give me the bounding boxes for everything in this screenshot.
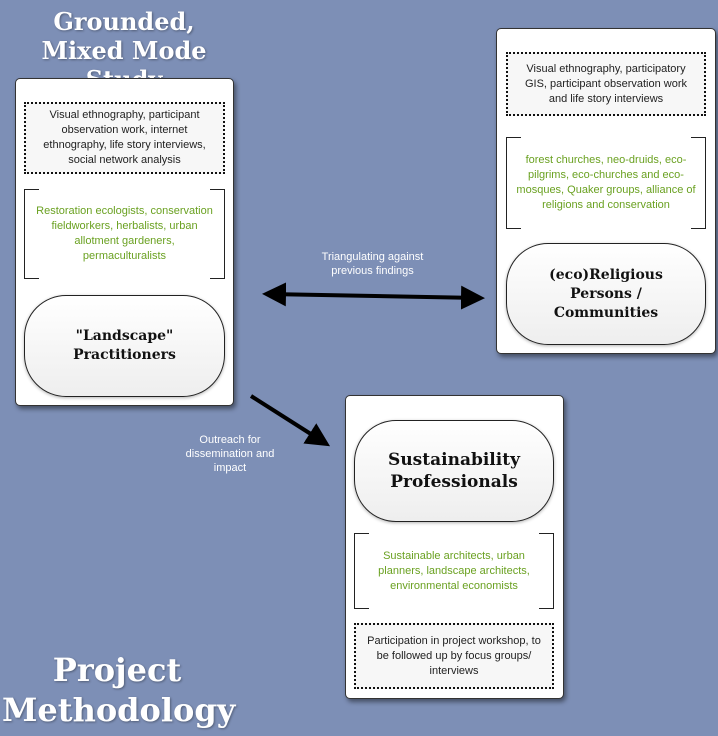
religious-groups-text: forest churches, neo-druids, eco-pilgrim… [516,154,696,211]
religious-persons-node: (eco)Religious Persons / Communities [506,243,706,345]
outreach-label: Outreach for dissemination and impact [185,434,275,474]
sustainability-groups: Sustainable architects, urban planners, … [354,533,554,609]
landscape-groups-text: Restoration ecologists, conservation fie… [36,205,213,262]
sustainability-card: Sustainability Professionals Sustainable… [345,395,564,699]
sustainability-groups-text: Sustainable architects, urban planners, … [378,549,530,592]
religious-methods: Visual ethnography, participatory GIS, p… [506,52,706,116]
outreach-arrow [249,394,331,447]
title-project-methodology: Project Methodology [2,651,236,729]
triangulating-label: Triangulating against previous findings [321,251,424,277]
landscape-practitioners-node: "Landscape" Practitioners [24,295,225,397]
sustainability-professionals-node: Sustainability Professionals [354,420,554,522]
landscape-methods: Visual ethnography, participant observat… [24,102,225,174]
triangulating-arrow [262,282,485,310]
religious-card: Visual ethnography, participatory GIS, p… [496,28,716,354]
landscape-groups: Restoration ecologists, conservation fie… [24,189,225,279]
sustainability-methods: Participation in project workshop, to be… [354,623,554,689]
religious-groups: forest churches, neo-druids, eco-pilgrim… [506,137,706,229]
landscape-card: Visual ethnography, participant observat… [15,78,234,406]
